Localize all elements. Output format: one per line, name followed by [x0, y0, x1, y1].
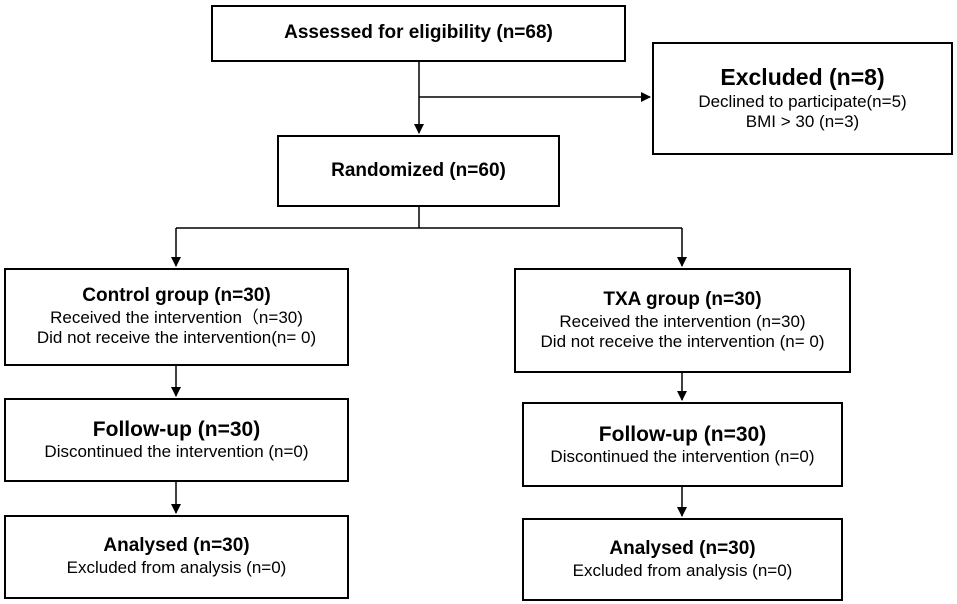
- control-followup-detail: Discontinued the intervention (n=0): [44, 442, 309, 462]
- txa-group-box: TXA group (n=30) Received the interventi…: [514, 268, 851, 373]
- control-group-detail: Did not receive the intervention(n= 0): [36, 328, 317, 348]
- control-followup-title: Follow-up (n=30): [92, 418, 261, 442]
- control-followup-box: Follow-up (n=30) Discontinued the interv…: [4, 398, 349, 482]
- control-analysed-title: Analysed (n=30): [103, 535, 250, 557]
- txa-followup-box: Follow-up (n=30) Discontinued the interv…: [522, 402, 843, 487]
- excluded-reason: BMI > 30 (n=3): [745, 112, 860, 132]
- randomized-title: Randomized (n=60): [331, 159, 506, 181]
- txa-analysed-title: Analysed (n=30): [609, 537, 756, 559]
- excluded-box: Excluded (n=8) Declined to participate(n…: [652, 42, 953, 155]
- excluded-title: Excluded (n=8): [720, 64, 885, 91]
- randomized-box: Randomized (n=60): [277, 135, 560, 207]
- control-group-detail: Received the intervention（n=30): [50, 308, 303, 327]
- txa-followup-title: Follow-up (n=30): [598, 422, 767, 446]
- txa-analysed-detail: Excluded from analysis (n=0): [572, 560, 793, 580]
- excluded-reason: Declined to participate(n=5): [698, 91, 907, 111]
- txa-group-detail: Did not receive the intervention (n= 0): [540, 331, 825, 351]
- txa-analysed-box: Analysed (n=30) Excluded from analysis (…: [522, 518, 843, 601]
- control-analysed-detail: Excluded from analysis (n=0): [66, 558, 287, 578]
- assessed-box: Assessed for eligibility (n=68): [211, 5, 626, 62]
- txa-followup-detail: Discontinued the intervention (n=0): [550, 446, 815, 466]
- control-group-box: Control group (n=30) Received the interv…: [4, 268, 349, 366]
- assessed-title: Assessed for eligibility (n=68): [284, 22, 553, 44]
- txa-group-detail: Received the intervention (n=30): [559, 311, 806, 331]
- control-group-title: Control group (n=30): [82, 285, 271, 307]
- control-analysed-box: Analysed (n=30) Excluded from analysis (…: [4, 515, 349, 599]
- txa-group-title: TXA group (n=30): [603, 288, 762, 310]
